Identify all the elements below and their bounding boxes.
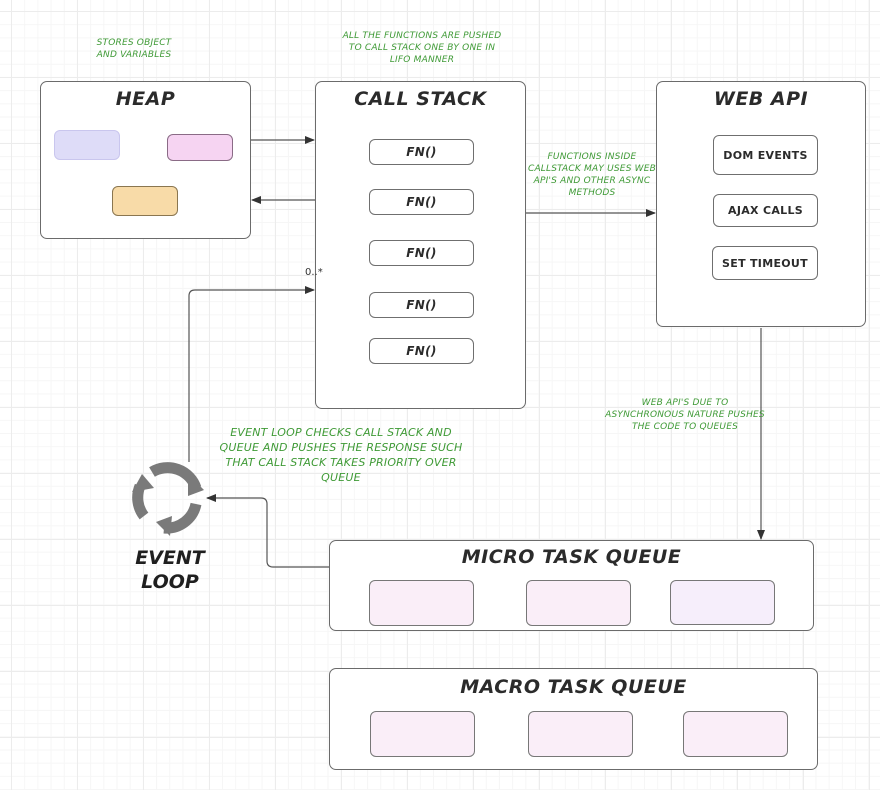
arrow-microqueue-to-eventloop	[206, 494, 329, 568]
event-loop-icon	[132, 462, 204, 536]
stack-frame: FN()	[369, 292, 474, 318]
stack-frame: FN()	[369, 338, 474, 364]
microtask-slot	[526, 580, 631, 626]
event-loop-label: EVENT LOOP	[128, 546, 212, 594]
eventloop-note: EVENT LOOP CHECKS CALL STACK AND QUEUE A…	[219, 426, 463, 484]
heap-object-2	[167, 134, 233, 161]
macrotask-slot	[370, 711, 475, 757]
callstack-box: CALL STACK FN() FN() FN() FN() FN()	[315, 81, 526, 409]
heap-object-3	[112, 186, 178, 216]
stack-frame: FN()	[369, 189, 474, 215]
heap-note: STORES OBJECT AND VARIABLES	[96, 38, 172, 60]
callstack-title: CALL STACK	[354, 88, 487, 110]
queues-link-note: WEB API'S DUE TO ASYNCHRONOUS NATURE PUS…	[605, 398, 765, 432]
heap-object-1	[54, 130, 120, 160]
callstack-note: ALL THE FUNCTIONS ARE PUSHED TO CALL STA…	[342, 31, 502, 65]
macrotask-queue-box: MACRO TASK QUEUE	[329, 668, 818, 770]
webapi-item-set-timeout: SET TIMEOUT	[712, 246, 818, 280]
event-loop-label-line2: LOOP	[141, 571, 199, 593]
macrotask-slot	[528, 711, 633, 757]
macrotask-queue-title: MACRO TASK QUEUE	[460, 676, 687, 698]
macrotask-slot	[683, 711, 788, 757]
arrow-eventloop-to-callstack	[188, 286, 315, 462]
webapi-box: WEB API DOM EVENTS AJAX CALLS SET TIMEOU…	[656, 81, 866, 327]
event-loop-label-line1: EVENT	[135, 547, 205, 569]
heap-title: HEAP	[115, 88, 176, 110]
stack-frame: FN()	[369, 240, 474, 266]
webapi-item-ajax-calls: AJAX CALLS	[713, 194, 818, 227]
microtask-queue-box: MICRO TASK QUEUE	[329, 540, 814, 631]
webapi-title: WEB API	[713, 88, 809, 110]
heap-box: HEAP	[40, 81, 251, 239]
webapi-item-dom-events: DOM EVENTS	[713, 135, 818, 175]
stack-frame: FN()	[369, 139, 474, 165]
microtask-slot	[369, 580, 474, 626]
microtask-slot	[670, 580, 775, 625]
multiplicity-label: 0..*	[305, 267, 323, 278]
webapi-link-note: FUNCTIONS INSIDE CALLSTACK MAY USES WEB …	[527, 152, 657, 198]
microtask-queue-title: MICRO TASK QUEUE	[461, 546, 682, 568]
